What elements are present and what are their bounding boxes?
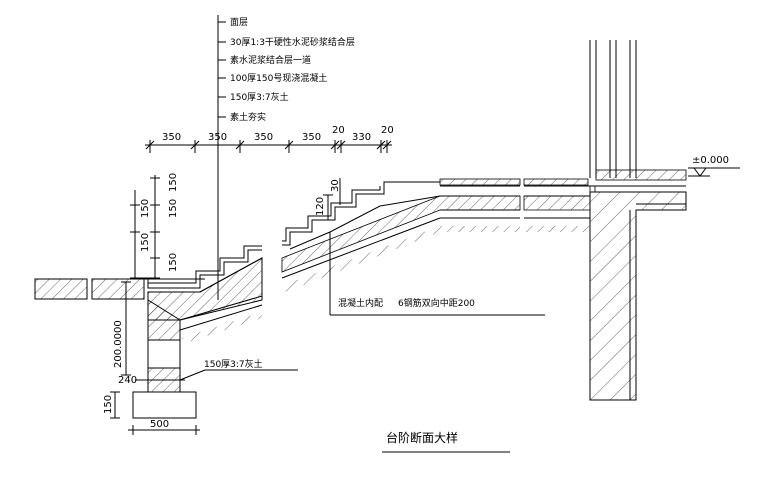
top-dimension-chain: 350 350 350 350 20 330 20 [145, 125, 394, 153]
layer-label-6: 素土夯实 [230, 111, 266, 123]
layer-label-3: 素水泥浆结合层一道 [230, 54, 311, 66]
top-dim-2: 350 [208, 132, 227, 143]
top-dim-4: 350 [302, 132, 321, 143]
top-dim-6: 330 [352, 132, 371, 143]
layer-label-5: 150厚3:7灰土 [230, 91, 289, 103]
rebar-note-left: 混凝土内配 [338, 297, 383, 309]
elevation-mark: ±0.000 [688, 155, 740, 177]
layer-label-1: 面层 [230, 17, 248, 28]
top-dim-5: 20 [332, 125, 345, 136]
title-text: 台阶断面大样 [386, 430, 458, 445]
drawing-title: 台阶断面大样 [382, 430, 510, 453]
riser-dim-e: 150 [140, 233, 151, 252]
footing-width: 500 [150, 419, 169, 430]
left-dimension-chain: 150 150 150 150 150 [130, 173, 179, 279]
stair-section-middle: 混凝土内配 6钢筋双向中距200 120 30 [281, 178, 545, 316]
dim-120: 120 [315, 197, 326, 216]
dim-240: 240 [118, 375, 137, 386]
dim-30: 30 [330, 179, 341, 192]
footing: 150厚3:7灰土 150 500 [103, 358, 298, 435]
layer-label-4: 100厚150号现浇混凝土 [230, 72, 327, 84]
footing-height: 150 [103, 395, 114, 414]
top-dim-1: 350 [162, 132, 181, 143]
riser-dim-a: 150 [168, 173, 179, 192]
ground-slabs-left [34, 278, 205, 300]
riser-dim-b: 150 [168, 199, 179, 218]
top-dim-7: 20 [381, 125, 394, 136]
stair-section-left [147, 245, 263, 415]
wall-section-right [523, 40, 687, 401]
depth-dim: 200.0000 [113, 320, 124, 368]
riser-dim-c: 150 [168, 253, 179, 272]
top-dim-3: 350 [254, 132, 273, 143]
footing-label: 150厚3:7灰土 [204, 358, 263, 370]
riser-dim-d: 150 [140, 199, 151, 218]
rebar-note-right: 6钢筋双向中距200 [398, 297, 475, 309]
elevation-label: ±0.000 [692, 155, 729, 166]
layer-label-2: 30厚1:3干硬性水泥砂浆结合层 [230, 36, 355, 48]
layer-leader: 面层 30厚1:3干硬性水泥砂浆结合层 素水泥浆结合层一道 100厚150号现浇… [217, 15, 355, 300]
